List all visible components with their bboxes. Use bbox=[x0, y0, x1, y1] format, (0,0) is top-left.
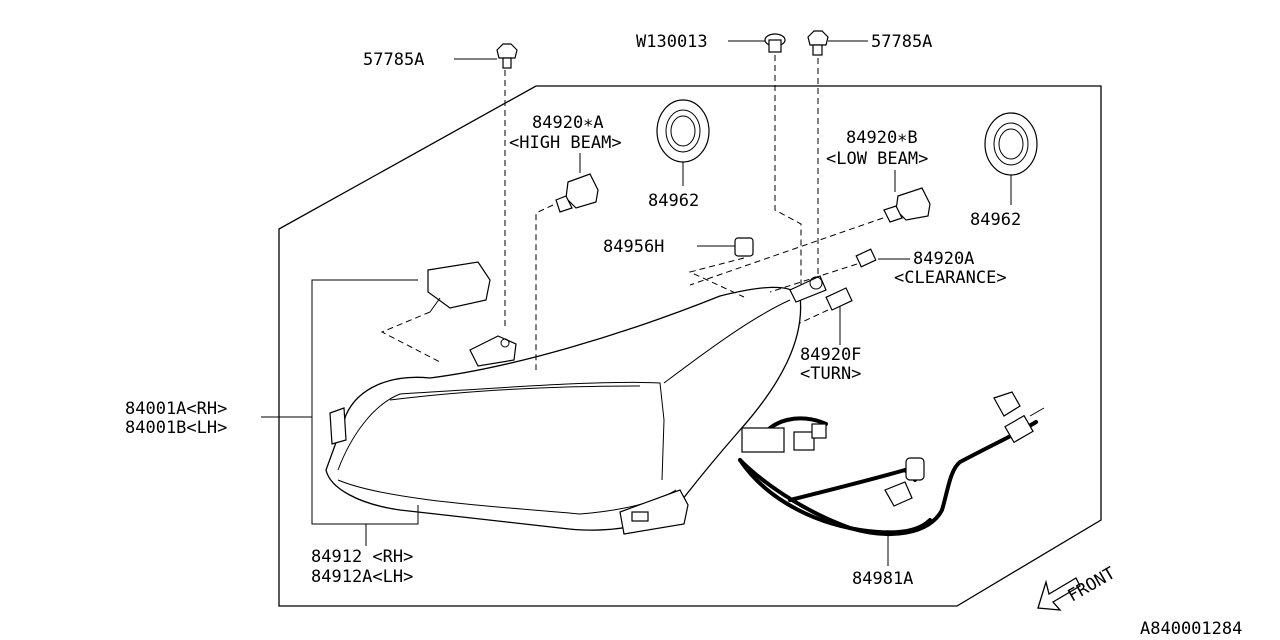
dust-cap-right-icon bbox=[984, 112, 1038, 176]
bolt-left-icon bbox=[496, 43, 518, 69]
callout-harness: 84981A bbox=[852, 569, 913, 589]
high-beam-bulb-icon bbox=[555, 173, 599, 213]
front-arrow-icon bbox=[1037, 577, 1081, 611]
turn-bulb-icon bbox=[825, 287, 853, 311]
low-beam-bulb-icon bbox=[883, 187, 931, 223]
grommet-icon bbox=[734, 237, 754, 257]
callout-high-beam-part: 84920∗A bbox=[532, 113, 604, 133]
clearance-bulb-icon bbox=[855, 248, 877, 268]
callout-low-beam-name: <LOW BEAM> bbox=[826, 149, 928, 169]
callout-cap-left: 84962 bbox=[648, 191, 699, 211]
callout-bolt-right: 57785A bbox=[871, 32, 932, 52]
headlamp-housing bbox=[325, 275, 827, 535]
callout-screw: W130013 bbox=[636, 32, 708, 52]
callout-assembly-rh: 84001A<RH> bbox=[125, 399, 227, 419]
bolt-right-icon bbox=[807, 30, 829, 56]
callout-low-beam-part: 84920∗B bbox=[846, 128, 918, 148]
callout-cap-right: 84962 bbox=[970, 210, 1021, 230]
callout-lens-lh: 84912A<LH> bbox=[311, 567, 413, 587]
wiring-harness-icon bbox=[738, 391, 1045, 536]
callout-clearance-name: <CLEARANCE> bbox=[894, 268, 1007, 288]
diagram-id: A840001284 bbox=[1140, 619, 1242, 639]
callout-turn-part: 84920F bbox=[800, 345, 861, 365]
callout-lens-rh: 84912 <RH> bbox=[311, 547, 413, 567]
callout-clearance-part: 84920A bbox=[913, 249, 974, 269]
leveling-actuator-icon bbox=[427, 261, 491, 313]
front-label: FRONT bbox=[1065, 563, 1119, 606]
assembly-frame bbox=[278, 85, 1102, 607]
callout-grommet: 84956H bbox=[603, 237, 664, 257]
callout-bolt-left: 57785A bbox=[363, 50, 424, 70]
callout-high-beam-name: <HIGH BEAM> bbox=[509, 133, 622, 153]
dust-cap-left-icon bbox=[656, 99, 710, 163]
screw-icon bbox=[764, 33, 786, 53]
callout-assembly-lh: 84001B<LH> bbox=[125, 418, 227, 438]
callout-turn-name: <TURN> bbox=[800, 364, 861, 384]
